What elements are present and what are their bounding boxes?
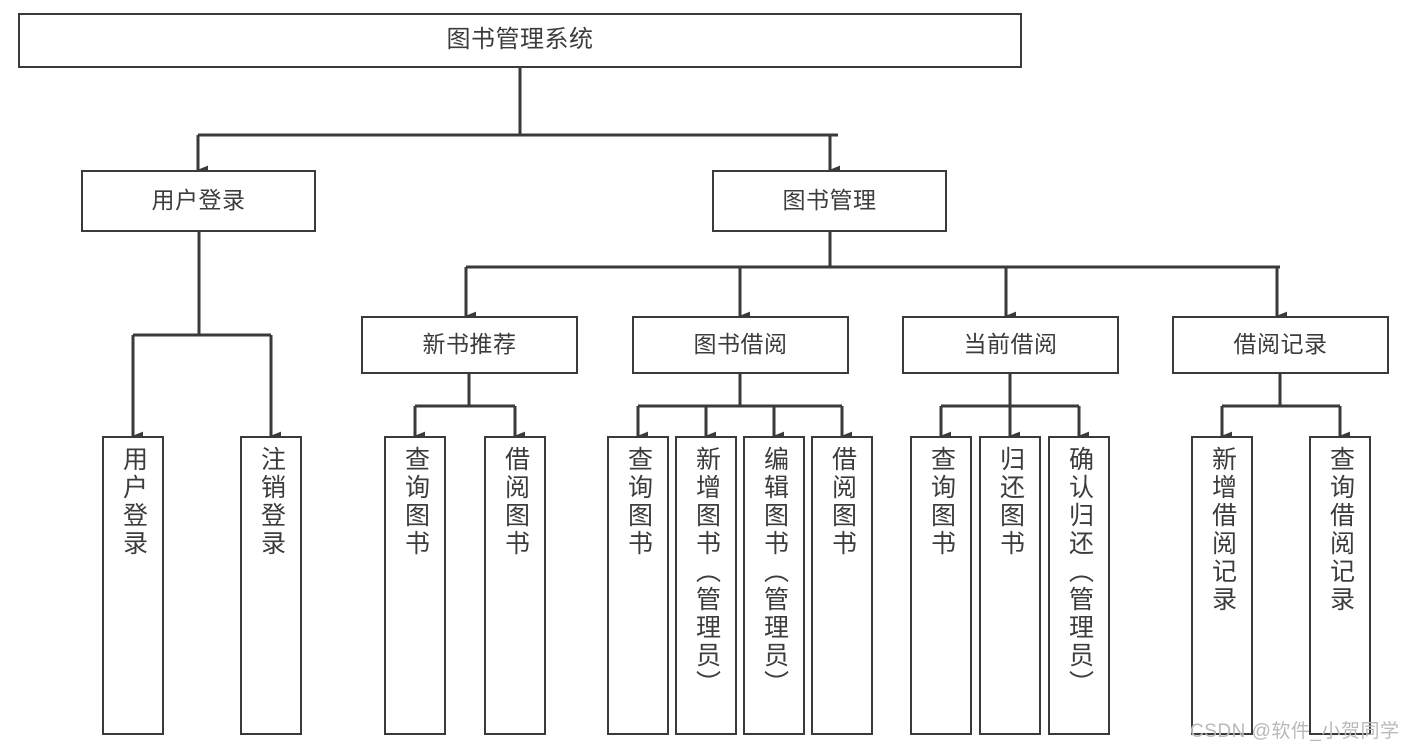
node-label: 确认归还（管理员） [1065,446,1094,698]
node-label: 图书借阅 [693,331,788,358]
node-label: 用户登录 [151,187,246,214]
node-label: 新增借阅记录 [1208,446,1237,614]
node-leaf-query-book-1[interactable]: 查询图书 [384,436,446,735]
node-leaf-query-book-2[interactable]: 查询图书 [607,436,669,735]
node-root-system[interactable]: 图书管理系统 [18,13,1022,68]
node-leaf-user-logout[interactable]: 注销登录 [240,436,302,735]
node-label: 图书管理 [782,187,877,214]
node-label: 查询图书 [401,446,430,558]
node-label: 借阅图书 [828,446,857,558]
node-label: 归还图书 [996,446,1025,558]
node-label: 编辑图书（管理员） [760,446,789,698]
node-label: 新增图书（管理员） [692,446,721,698]
node-label: 借阅记录 [1233,331,1328,358]
node-leaf-borrow-book-1[interactable]: 借阅图书 [484,436,546,735]
node-book-borrow[interactable]: 图书借阅 [632,316,849,374]
node-label: 图书管理系统 [446,26,594,54]
node-label: 新书推荐 [422,331,517,358]
node-label: 用户登录 [119,446,148,558]
node-book-manage[interactable]: 图书管理 [712,170,947,232]
node-leaf-return-book[interactable]: 归还图书 [979,436,1041,735]
node-leaf-confirm-return[interactable]: 确认归还（管理员） [1048,436,1110,735]
node-borrow-record[interactable]: 借阅记录 [1172,316,1389,374]
node-leaf-query-book-3[interactable]: 查询图书 [910,436,972,735]
node-leaf-query-record[interactable]: 查询借阅记录 [1309,436,1371,735]
node-label: 借阅图书 [501,446,530,558]
node-label: 查询图书 [624,446,653,558]
node-leaf-user-login[interactable]: 用户登录 [102,436,164,735]
node-label: 注销登录 [257,446,286,558]
node-label: 当前借阅 [963,331,1058,358]
node-user-login[interactable]: 用户登录 [81,170,316,232]
node-current-borrow[interactable]: 当前借阅 [902,316,1119,374]
csdn-watermark: CSDN @软件_小贺同学 [1190,721,1400,742]
node-label: 查询图书 [927,446,956,558]
node-leaf-add-book[interactable]: 新增图书（管理员） [675,436,737,735]
node-new-book-recommend[interactable]: 新书推荐 [361,316,578,374]
node-leaf-edit-book[interactable]: 编辑图书（管理员） [743,436,805,735]
node-leaf-add-record[interactable]: 新增借阅记录 [1191,436,1253,735]
node-label: 查询借阅记录 [1326,446,1355,614]
node-leaf-borrow-book-2[interactable]: 借阅图书 [811,436,873,735]
